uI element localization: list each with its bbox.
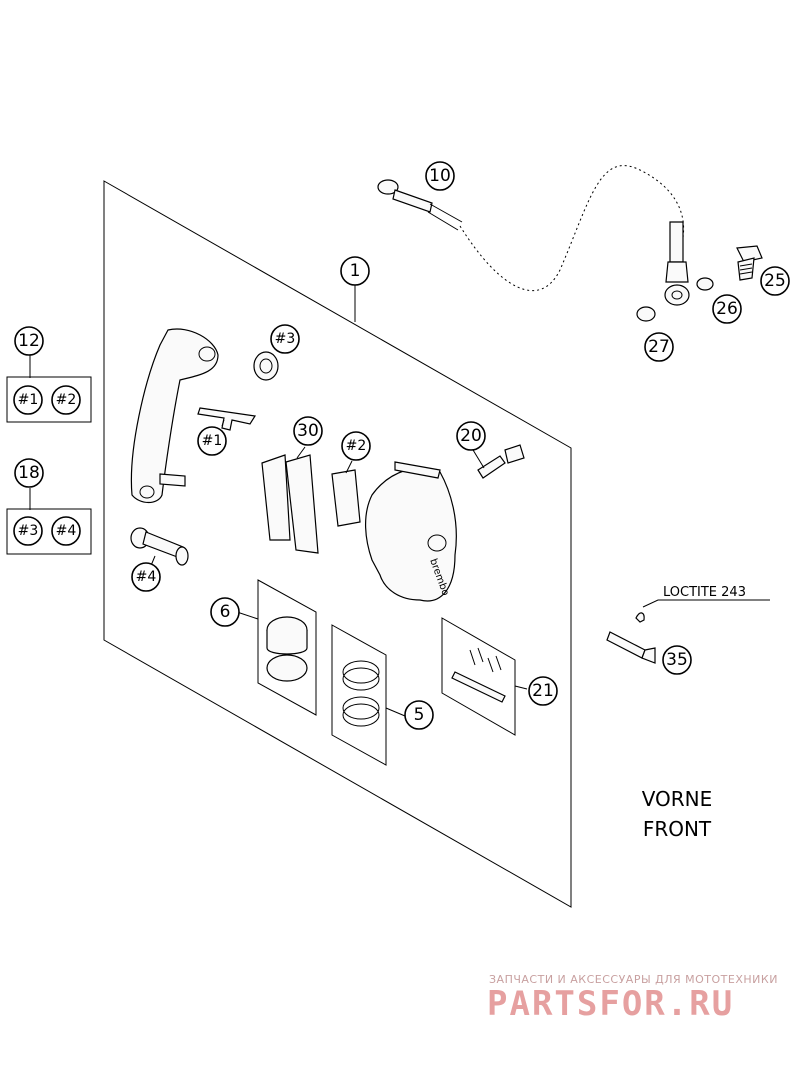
callout-25[interactable]: 25 [760,266,790,296]
caliper-bracket [130,328,219,504]
brake-line [377,165,690,306]
callout-ref-2[interactable]: #2 [341,431,371,461]
brake-pads [261,454,319,554]
svg-text:#3: #3 [18,523,39,539]
callout-20[interactable]: 20 [456,421,486,451]
svg-text:20: 20 [460,426,482,446]
callout-6[interactable]: 6 [210,597,240,627]
washer [636,306,656,322]
svg-text:#4: #4 [56,523,77,539]
svg-text:1: 1 [350,261,361,281]
caliper-body: brembo [364,461,457,602]
callout-12-ref-1[interactable]: #1 [13,385,43,415]
bracket-bolt [130,527,189,566]
pad-spring [331,469,361,527]
svg-text:26: 26 [716,299,738,319]
watermark-logo: PARTSFOR.RU [487,984,734,1024]
svg-text:#2: #2 [56,392,77,408]
banjo-bolt [736,245,763,281]
svg-text:25: 25 [764,271,786,291]
loctite-label: LOCTITE 243 [663,585,746,600]
svg-text:12: 12 [18,331,40,351]
svg-text:35: 35 [666,650,688,670]
callout-12-ref-2[interactable]: #2 [51,385,81,415]
callout-21[interactable]: 21 [528,676,558,706]
svg-text:27: 27 [648,337,670,357]
callout-18-ref-3[interactable]: #3 [13,516,43,546]
callout-18-ref-4[interactable]: #4 [51,516,81,546]
svg-text:30: 30 [297,421,319,441]
callout-12[interactable]: 12 [14,326,44,356]
callout-27[interactable]: 27 [644,332,674,362]
callout-30[interactable]: 30 [293,416,323,446]
callout-ref-1[interactable]: #1 [197,426,227,456]
seal-kit [331,624,387,766]
callout-10[interactable]: 10 [425,161,455,191]
callout-18[interactable]: 18 [14,458,44,488]
svg-text:10: 10 [429,166,451,186]
caliper-bolt [606,612,656,664]
kit-18-box [6,508,92,555]
svg-text:#1: #1 [18,392,39,408]
callout-ref-4[interactable]: #4 [131,562,161,592]
callout-26[interactable]: 26 [712,294,742,324]
assembly-frame [103,180,572,908]
kit-12-box [6,376,92,423]
callout-ref-3[interactable]: #3 [270,324,300,354]
bleed-screw [477,444,525,479]
svg-text:18: 18 [18,463,40,483]
piston-kit [257,579,317,716]
svg-text:#2: #2 [346,438,367,454]
vorne-label: VORNE [642,787,713,811]
svg-text:#3: #3 [275,331,296,347]
spring-plate [197,407,256,431]
callout-35[interactable]: 35 [662,645,692,675]
svg-text:#4: #4 [136,569,157,585]
callout-1[interactable]: 1 [340,256,370,286]
watermark-tagline: ЗАПЧАСТИ И АКСЕССУАРЫ ДЛЯ МОТОТЕХНИКИ [489,973,778,986]
svg-text:5: 5 [414,705,425,725]
svg-text:#1: #1 [202,433,223,449]
front-label: FRONT [643,817,712,841]
svg-text:6: 6 [220,602,231,622]
callout-5[interactable]: 5 [404,700,434,730]
svg-text:21: 21 [532,681,554,701]
rubber-boot [253,351,279,381]
washer [696,277,714,291]
pin-kit [441,617,516,736]
